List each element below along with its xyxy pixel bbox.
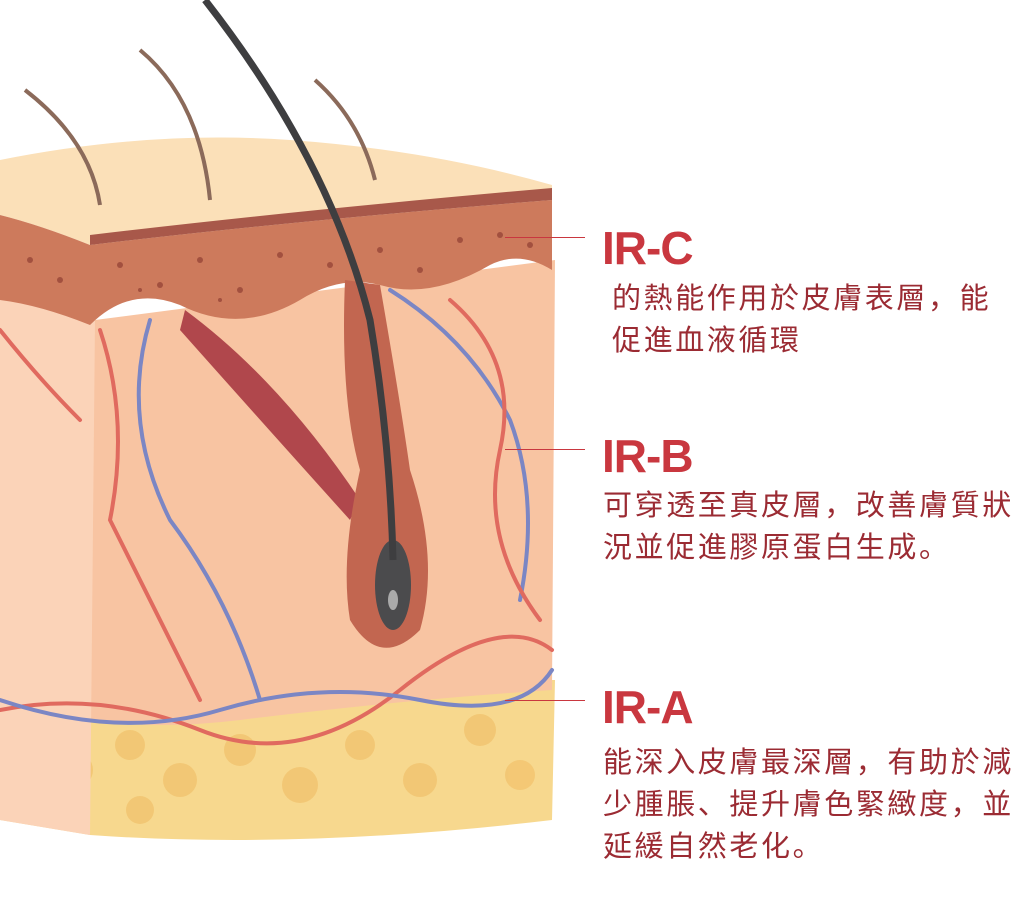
hairs-fine: [23, 48, 377, 206]
ir-b-description: 可穿透至真皮層，改善膚質狀 況並促進膠原蛋白生成。: [603, 488, 1014, 564]
blood-vessels: [0, 288, 554, 746]
ir-c-leader-line: [505, 237, 585, 238]
ir-a-description: 能深入皮膚最深層，有助於減 少腫脹、提升膚色緊緻度，並 延緩自然老化。: [603, 745, 1014, 863]
arrector-muscle: [180, 310, 360, 520]
dermis-side: [0, 290, 95, 835]
ir-b-label: IR-B: [602, 430, 694, 482]
ir-c-description: 的熱能作用於皮膚表層，能 促進血液循環: [612, 281, 992, 357]
epidermis-dots: [27, 232, 533, 302]
hair-main: [202, 0, 397, 561]
ir-b-leader-line: [505, 449, 585, 450]
skin-cross-section-illustration: [0, 0, 555, 840]
epidermis-layer: [0, 200, 552, 325]
ir-a-label: IR-A: [602, 681, 694, 733]
ir-c-label: IR-C: [602, 222, 694, 274]
skin-surface: [0, 137, 552, 245]
ir-a-leader-line: [505, 700, 585, 701]
